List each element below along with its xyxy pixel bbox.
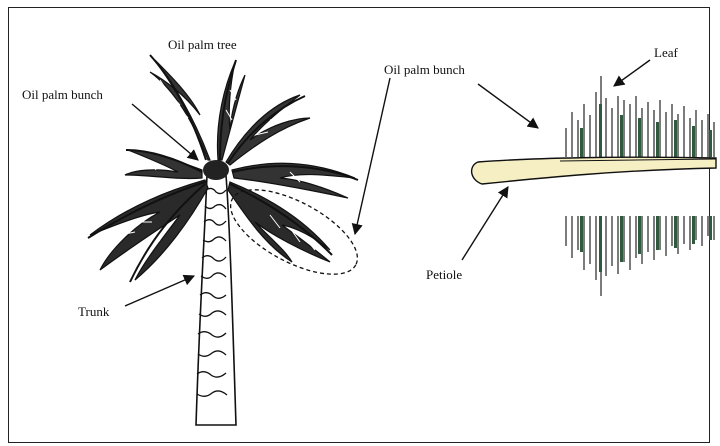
label-bunch-right: Oil palm bunch <box>384 63 465 76</box>
arrow-trunk <box>125 276 194 306</box>
trunk-shape <box>196 175 236 425</box>
palm-tree-icon <box>88 55 370 425</box>
upper-leaflets <box>566 76 714 157</box>
arrow-bunch-right <box>355 78 390 234</box>
label-leaf: Leaf <box>654 46 678 59</box>
label-bunch-left: Oil palm bunch <box>22 88 103 101</box>
arrow-leaf <box>614 60 650 86</box>
arrow-petiole <box>462 187 508 260</box>
crown-core <box>203 160 229 180</box>
frond-detail-icon <box>472 76 716 296</box>
label-trunk: Trunk <box>78 305 109 318</box>
petiole-shape <box>472 157 716 184</box>
arrow-frond <box>478 84 538 128</box>
lower-leaflets <box>566 216 714 296</box>
label-petiole: Petiole <box>426 268 462 281</box>
label-tree-title: Oil palm tree <box>168 38 237 51</box>
